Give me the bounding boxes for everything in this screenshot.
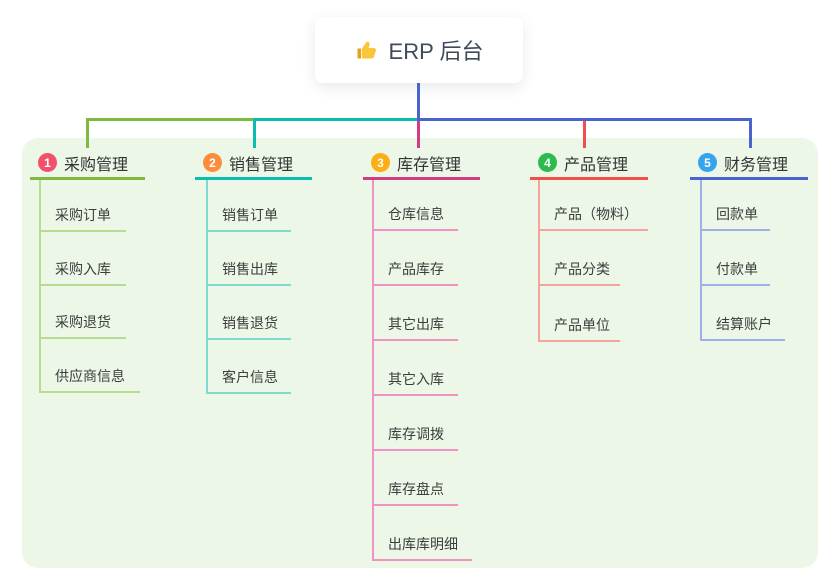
branch-child-line-product <box>538 180 540 342</box>
node-sales-return[interactable]: 销售退货 <box>206 314 291 340</box>
node-customer-info[interactable]: 客户信息 <box>206 368 291 394</box>
node-purchase-order[interactable]: 采购订单 <box>39 206 126 232</box>
node-outbound-detail[interactable]: 出库库明细 <box>372 535 472 561</box>
branch-label: 采购管理 <box>64 156 129 174</box>
branch-child-line-sales <box>206 180 208 394</box>
node-warehouse-info[interactable]: 仓库信息 <box>372 205 458 231</box>
node-purchase-inbound[interactable]: 采购入库 <box>39 260 126 286</box>
connector-drop-finance <box>749 118 752 148</box>
branch-label: 产品管理 <box>564 156 629 174</box>
branch-child-line-inventory <box>372 180 374 561</box>
branch-number-badge: 3 <box>371 153 390 172</box>
root-node-label: ERP 后台 <box>388 39 484 64</box>
branch-number-badge: 2 <box>203 153 222 172</box>
node-stock-transfer[interactable]: 库存调拨 <box>372 425 458 451</box>
branches-background-panel <box>22 138 818 568</box>
node-supplier-info[interactable]: 供应商信息 <box>39 367 140 393</box>
node-settlement-account[interactable]: 结算账户 <box>700 315 785 341</box>
branch-child-line-finance <box>700 180 702 341</box>
branch-label: 库存管理 <box>397 156 462 174</box>
branch-child-line-purchase <box>39 180 41 393</box>
node-sales-outbound[interactable]: 销售出库 <box>206 260 291 286</box>
node-product-category[interactable]: 产品分类 <box>538 260 620 286</box>
node-stock-check[interactable]: 库存盘点 <box>372 480 458 506</box>
connector-drop-inventory <box>417 121 420 148</box>
node-receipt-doc[interactable]: 回款单 <box>700 205 770 231</box>
branch-header-product[interactable]: 4 产品管理 <box>530 148 648 180</box>
connector-hline-right <box>417 118 752 121</box>
branch-header-finance[interactable]: 5 财务管理 <box>690 148 808 180</box>
branch-header-sales[interactable]: 2 销售管理 <box>195 148 312 180</box>
connector-hline-sales <box>253 118 417 121</box>
node-product-material[interactable]: 产品（物料） <box>538 205 648 231</box>
node-other-outbound[interactable]: 其它出库 <box>372 315 458 341</box>
branch-label: 财务管理 <box>724 156 789 174</box>
branch-label: 销售管理 <box>229 156 294 174</box>
branch-number-badge: 5 <box>698 153 717 172</box>
connector-hline-purchase <box>86 118 255 121</box>
connector-drop-product <box>583 121 586 148</box>
node-purchase-return[interactable]: 采购退货 <box>39 313 126 339</box>
thumbs-up-icon <box>357 41 376 59</box>
node-payment-doc[interactable]: 付款单 <box>700 260 770 286</box>
branch-header-purchase[interactable]: 1 采购管理 <box>30 148 145 180</box>
branch-number-badge: 1 <box>38 153 57 172</box>
connector-root-drop <box>417 83 420 118</box>
branch-number-badge: 4 <box>538 153 557 172</box>
connector-drop-sales <box>253 121 256 148</box>
node-product-stock[interactable]: 产品库存 <box>372 260 458 286</box>
connector-drop-purchase <box>86 118 89 148</box>
root-node[interactable]: ERP 后台 <box>315 17 523 83</box>
branch-header-inventory[interactable]: 3 库存管理 <box>363 148 480 180</box>
node-product-unit[interactable]: 产品单位 <box>538 316 620 342</box>
node-sales-order[interactable]: 销售订单 <box>206 206 291 232</box>
node-other-inbound[interactable]: 其它入库 <box>372 370 458 396</box>
